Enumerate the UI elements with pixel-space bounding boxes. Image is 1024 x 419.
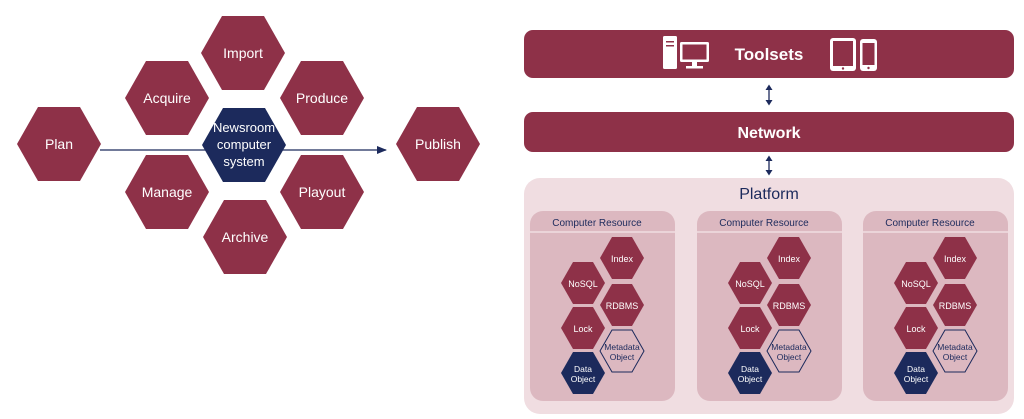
hex-lock-label: Lock: [740, 324, 760, 334]
hex-lock: [894, 307, 938, 349]
network-bar: [524, 112, 1014, 152]
hex-index-label: Index: [611, 254, 634, 264]
hex-metadata-object: [932, 329, 978, 373]
phone-icon: [860, 39, 877, 71]
hex-nosql-label: NoSQL: [735, 279, 765, 289]
hex-data-object: [728, 352, 772, 394]
hex-lock-label: Lock: [573, 324, 593, 334]
hex-publish-label: Publish: [415, 136, 461, 152]
hex-nosql: [728, 262, 772, 304]
hex-center-line3: system: [223, 154, 264, 169]
hex-nosql: [894, 262, 938, 304]
hex-index: [933, 237, 977, 279]
platform-label: Platform: [739, 186, 799, 203]
hex-metadata-line2: Object: [777, 352, 802, 362]
hex-produce-label: Produce: [296, 90, 348, 106]
hex-metadata-line1: Metadata: [771, 342, 807, 352]
hex-manage-label: Manage: [142, 184, 193, 200]
hex-index-label: Index: [944, 254, 967, 264]
hex-data-object: [894, 352, 938, 394]
hex-index-label: Index: [778, 254, 801, 264]
computer-resource-0: Computer Resource Index NoSQL RDBMS Lock…: [530, 211, 675, 401]
hex-metadata-line1: Metadata: [604, 342, 640, 352]
computer-resource-title: Computer Resource: [885, 218, 975, 229]
hex-lock-label: Lock: [906, 324, 926, 334]
tablet-icon: [830, 38, 856, 71]
hex-nosql-label: NoSQL: [568, 279, 598, 289]
toolsets-label: Toolsets: [735, 45, 804, 64]
hex-acquire: [125, 61, 209, 135]
hex-rdbms-label: RDBMS: [773, 301, 806, 311]
hex-plan-label: Plan: [45, 136, 73, 152]
hex-center-line1: Newsroom: [213, 120, 275, 135]
hex-playout: [280, 155, 364, 229]
hex-data-object: [561, 352, 605, 394]
hex-center-line2: computer: [217, 137, 272, 152]
hex-rdbms: [600, 284, 644, 326]
workflow-diagram: Import Acquire Produce Plan Newsroom com…: [17, 16, 480, 274]
hex-rdbms-label: RDBMS: [939, 301, 972, 311]
hex-produce: [280, 61, 364, 135]
hex-plan: [17, 107, 101, 181]
hex-newsroom-computer-system: [202, 108, 286, 182]
computer-resource-1: Computer Resource Index NoSQL RDBMS Lock…: [697, 211, 842, 401]
hex-rdbms: [933, 284, 977, 326]
hex-metadata-object: [599, 329, 645, 373]
hex-metadata-line1: Metadata: [937, 342, 973, 352]
hex-metadata-object: [766, 329, 812, 373]
hex-data-line2: Object: [904, 374, 929, 384]
hex-lock: [728, 307, 772, 349]
hex-manage: [125, 155, 209, 229]
network-platform-arrow: [765, 155, 773, 176]
hex-rdbms: [767, 284, 811, 326]
toolsets-bar: [524, 30, 1014, 78]
hex-lock: [561, 307, 605, 349]
architecture-diagram: Toolsets Network: [524, 30, 1014, 414]
hex-import-label: Import: [223, 45, 263, 61]
hex-acquire-label: Acquire: [143, 90, 191, 106]
computer-resource-2: Computer Resource Index NoSQL RDBMS Lock…: [863, 211, 1008, 401]
hex-archive-label: Archive: [222, 229, 269, 245]
hex-publish: [396, 107, 480, 181]
computer-resource-title: Computer Resource: [552, 218, 642, 229]
hex-metadata-line2: Object: [610, 352, 635, 362]
hex-import: [201, 16, 285, 90]
hex-index: [767, 237, 811, 279]
hex-rdbms-label: RDBMS: [606, 301, 639, 311]
hex-data-line2: Object: [738, 374, 763, 384]
hex-metadata-line2: Object: [943, 352, 968, 362]
hex-playout-label: Playout: [299, 184, 346, 200]
hex-archive: [203, 200, 287, 274]
computer-resource-title: Computer Resource: [719, 218, 809, 229]
toolsets-network-arrow: [765, 84, 773, 106]
hex-index: [600, 237, 644, 279]
hex-data-line1: Data: [574, 364, 592, 374]
desktop-computer-icon: [663, 36, 709, 69]
hex-data-line2: Object: [571, 374, 596, 384]
hex-nosql-label: NoSQL: [901, 279, 931, 289]
hex-nosql: [561, 262, 605, 304]
network-label: Network: [737, 125, 800, 142]
hex-data-line1: Data: [907, 364, 925, 374]
hex-data-line1: Data: [741, 364, 759, 374]
